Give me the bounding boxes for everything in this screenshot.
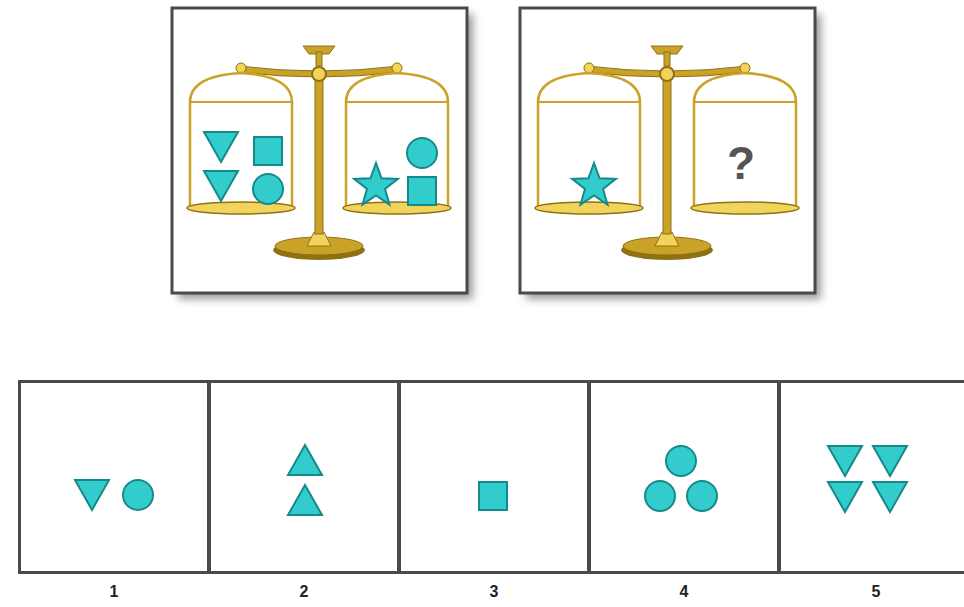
triangle-shape [204,171,238,201]
scale-panel [172,8,467,293]
triangle-shape [873,482,907,512]
option-number: 4 [591,583,777,601]
option-number: 2 [211,583,397,601]
circle-shape [253,174,283,204]
answer-option-box: 4 [588,380,780,574]
option-number: 3 [401,583,587,601]
option-number: 5 [781,583,964,601]
circle-shape [645,481,675,511]
star-shape [572,163,616,205]
square-shape [254,137,282,165]
circle-shape [687,481,717,511]
triangle-shape [828,482,862,512]
triangle-shape [288,485,322,515]
triangle-shape [288,445,322,475]
triangle-shape [75,480,109,510]
pan-contents [204,132,616,205]
question-mark: ? [727,140,755,186]
answer-option-box: 1 [18,380,210,574]
circle-shape [123,480,153,510]
square-shape [408,177,436,205]
balance-scale [187,46,451,260]
star-shape [354,163,398,205]
square-shape [479,482,507,510]
circle-shape [407,138,437,168]
circle-shape [666,446,696,476]
answer-option-box: 3 [398,380,590,574]
balance-scale [535,46,799,260]
answer-option-box: 5 [778,380,964,574]
scale-panel [520,8,815,293]
option-number: 1 [21,583,207,601]
triangle-shape [204,132,238,162]
option-shapes [75,445,907,515]
triangle-shape [873,446,907,476]
triangle-shape [828,446,862,476]
answer-option-box: 2 [208,380,400,574]
